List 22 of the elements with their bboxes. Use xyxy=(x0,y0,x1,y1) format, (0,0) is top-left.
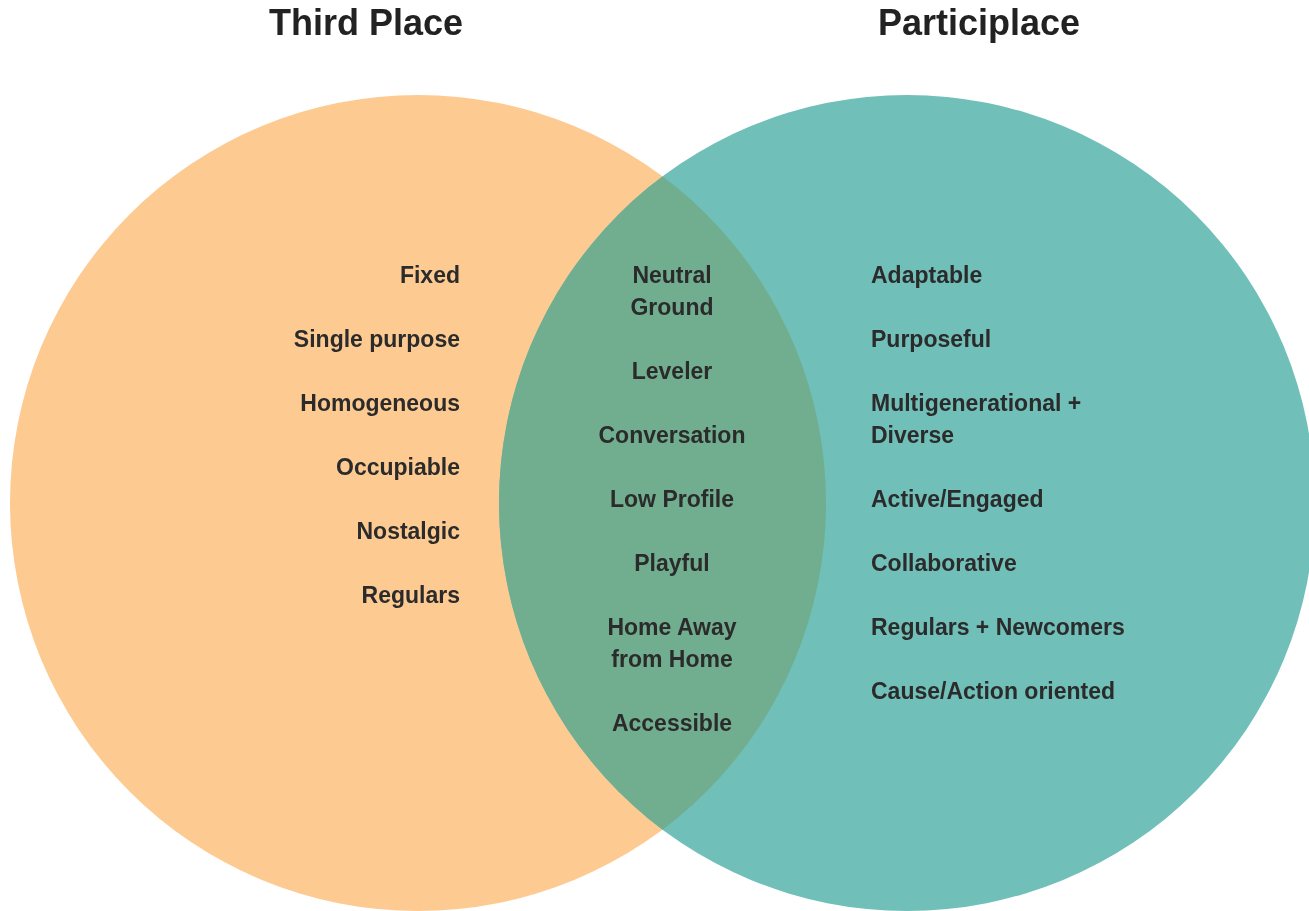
trait-label: Collaborative xyxy=(871,549,1018,578)
trait-label: Low Profile xyxy=(609,485,735,514)
trait-label: Regulars xyxy=(360,581,460,610)
trait-label: Conversation xyxy=(597,421,747,450)
circle-heading: Participlace xyxy=(877,2,1081,44)
trait-label: Homogeneous xyxy=(299,389,460,418)
trait-label: Playful xyxy=(633,549,711,578)
trait-label: Nostalgic xyxy=(355,517,460,546)
trait-label: Adaptable xyxy=(871,261,984,290)
circle-heading: Third Place xyxy=(268,2,464,44)
trait-label: Cause/Action oriented xyxy=(871,677,1117,706)
trait-label: Purposeful xyxy=(871,325,993,354)
trait-label: Active/Engaged xyxy=(871,485,1045,514)
trait-label: Leveler xyxy=(630,357,714,386)
trait-label: Single purpose xyxy=(292,325,460,354)
trait-label: Fixed xyxy=(398,261,460,290)
trait-label: Occupiable xyxy=(335,453,460,482)
trait-label: Accessible xyxy=(610,709,734,738)
trait-label: Neutral Ground xyxy=(629,261,715,322)
trait-label: Multigenerational + Diverse xyxy=(871,389,1083,450)
trait-label: Regulars + Newcomers xyxy=(871,613,1126,642)
trait-label: Home Away from Home xyxy=(606,613,738,674)
